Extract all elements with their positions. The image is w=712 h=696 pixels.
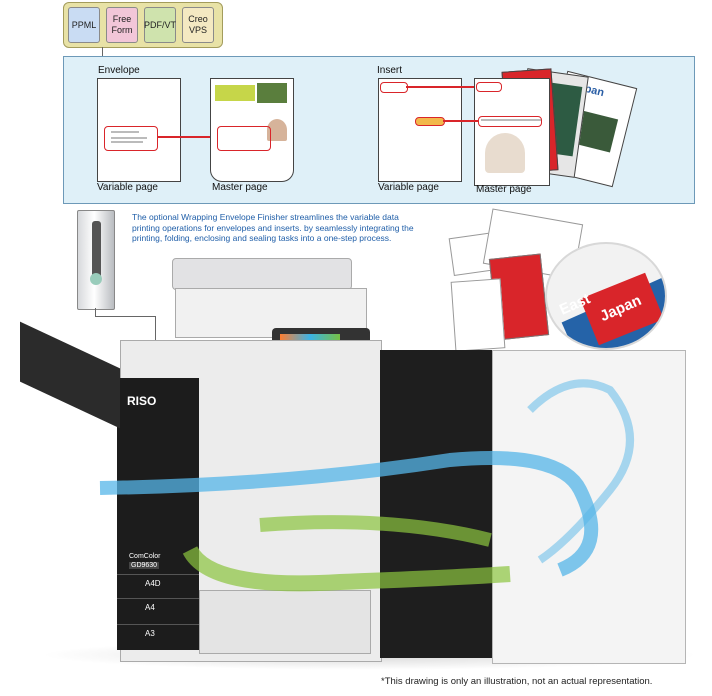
insert-variable-field bbox=[380, 82, 408, 93]
illustration-disclaimer: *This drawing is only an illustration, n… bbox=[381, 676, 653, 687]
envelope-variable-field bbox=[104, 126, 158, 151]
format-tag-creo-vps: Creo VPS bbox=[182, 7, 214, 43]
tray-3: A3 bbox=[117, 624, 199, 645]
format-tag-ppml: PPML bbox=[68, 7, 100, 43]
scanner-lid bbox=[172, 258, 352, 290]
finisher-connector-h bbox=[95, 316, 155, 317]
blue-envelope-path bbox=[527, 379, 634, 564]
finisher-connector-v bbox=[155, 316, 156, 356]
paper-path-overlay bbox=[99, 379, 634, 592]
insert-master-label: Master page bbox=[476, 184, 532, 195]
green-paper-path-upper bbox=[259, 515, 492, 547]
insert-variable-page bbox=[378, 78, 462, 182]
envelope-merge-arrow bbox=[157, 136, 217, 138]
tray-2: A4 bbox=[117, 598, 199, 619]
envelope-master-field bbox=[217, 126, 271, 151]
paper-drawers bbox=[199, 590, 371, 654]
data-format-group: PPML Free Form PDF/VT Creo VPS bbox=[63, 2, 223, 48]
envelope-master-page bbox=[210, 78, 294, 182]
envelope-master-label: Master page bbox=[212, 182, 268, 193]
insert-master-field-2 bbox=[478, 116, 542, 127]
green-paper-path bbox=[182, 545, 511, 592]
insert-merge-arrow-2 bbox=[443, 120, 478, 122]
format-tag-free-form: Free Form bbox=[106, 7, 138, 43]
format-tag-pdfvt: PDF/VT bbox=[144, 7, 176, 43]
insert-variable-label: Variable page bbox=[378, 182, 439, 193]
blue-paper-path bbox=[99, 451, 599, 577]
model-number: GD9630 bbox=[129, 562, 160, 569]
magnified-envelope: East Japan bbox=[545, 242, 667, 350]
wrapping-envelope-finisher bbox=[77, 210, 115, 310]
tray-3-label: A3 bbox=[145, 629, 155, 638]
envelope-title: Envelope bbox=[98, 65, 140, 76]
insert-title: Insert bbox=[377, 65, 403, 76]
insert-merge-arrow-1 bbox=[406, 86, 474, 88]
insert-master-field-1 bbox=[476, 82, 502, 92]
output-samples bbox=[447, 208, 584, 352]
connector-line bbox=[102, 47, 103, 56]
envelope-variable-page bbox=[97, 78, 181, 182]
insert-master-page bbox=[474, 78, 550, 186]
finisher-description: The optional Wrapping Envelope Finisher … bbox=[132, 212, 414, 243]
finisher-connector bbox=[95, 308, 96, 316]
tray-1: A4D bbox=[117, 574, 199, 595]
finisher-dark-panel bbox=[380, 350, 492, 658]
printer-front-panel: RISO ComColor GD9630 bbox=[117, 378, 199, 650]
tray-1-label: A4D bbox=[145, 579, 161, 588]
envelope-variable-label: Variable page bbox=[97, 182, 158, 193]
model-name: ComColor bbox=[129, 553, 161, 560]
riso-logo: RISO bbox=[127, 394, 157, 408]
insert-variable-field-2 bbox=[415, 117, 445, 126]
tray-2-label: A4 bbox=[145, 603, 155, 612]
